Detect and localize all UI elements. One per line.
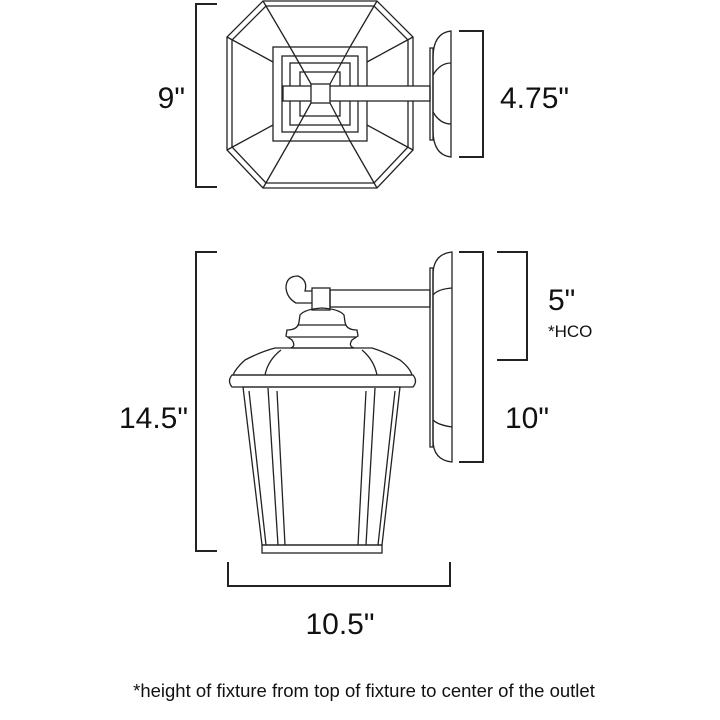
width-bracket xyxy=(227,562,451,587)
side-view-fixture xyxy=(228,251,453,554)
hco-bracket xyxy=(497,251,528,361)
width-label: 10.5" xyxy=(305,608,374,641)
footnote: *height of fixture from top of fixture t… xyxy=(133,680,595,701)
top-height-label: 9" xyxy=(158,82,185,115)
top-height-bracket xyxy=(195,3,217,188)
side-height-label: 14.5" xyxy=(119,402,188,435)
top-view-fixture xyxy=(226,0,452,189)
backplate-label: 10" xyxy=(505,402,549,435)
top-extension-bracket xyxy=(459,30,484,158)
side-height-bracket xyxy=(195,251,217,552)
top-extension-label: 4.75" xyxy=(500,82,569,115)
hco-label: 5" xyxy=(548,284,575,317)
hco-note: *HCO xyxy=(548,322,592,341)
backplate-bracket xyxy=(459,251,484,463)
